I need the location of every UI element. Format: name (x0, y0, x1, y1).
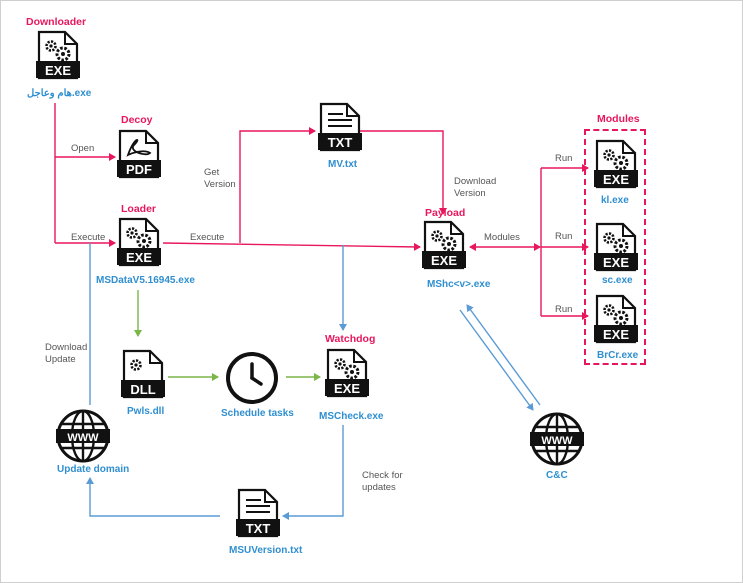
downloader-exe-icon: EXE (34, 30, 82, 80)
watchdog-role-label: Watchdog (325, 333, 376, 345)
payload-filename: MShc<v>.exe (427, 279, 491, 290)
clock-icon (226, 352, 278, 404)
edge-label-execute-left: Execute (71, 232, 106, 243)
modules-group-box (584, 129, 646, 365)
update-domain-globe-icon: WWW (54, 409, 112, 463)
cnc-label: C&C (546, 470, 568, 481)
green-edges (134, 290, 321, 381)
sc-filename: sc.exe (602, 275, 633, 286)
kl-exe-badge: EXE (603, 172, 629, 187)
downloader-exe-badge: EXE (45, 63, 71, 78)
payload-exe-badge: EXE (431, 253, 457, 268)
edge-label-download-update-2: Update (45, 354, 76, 365)
edge-payload-cnc-b (466, 304, 541, 406)
edge-label-get-version-2: Version (204, 179, 236, 190)
mv-txt-filename: MV.txt (328, 159, 358, 170)
pwls-filename: Pwls.dll (127, 406, 165, 417)
brcr-exe-icon: EXE (592, 294, 640, 344)
payload-exe-icon: EXE (420, 220, 468, 270)
mv-txt-icon: TXT (316, 102, 364, 152)
update-domain-www-badge: WWW (67, 432, 99, 444)
downloader-role-label: Downloader (26, 16, 87, 28)
edge-label-run-2: Run (555, 231, 573, 242)
edge-label-check-updates-1: Check for (362, 470, 403, 481)
loader-role-label: Loader (121, 203, 157, 215)
schedule-tasks-label: Schedule tasks (221, 408, 294, 419)
decoy-pdf-badge: PDF (126, 162, 152, 177)
decoy-pdf-icon: PDF (115, 129, 163, 179)
blue-edges (86, 243, 541, 520)
cnc-www-badge: WWW (541, 435, 573, 447)
edge-label-download-version-2: Version (454, 188, 486, 199)
update-domain-label: Update domain (57, 464, 130, 475)
msuversion-txt-icon: TXT (234, 488, 282, 538)
pwls-dll-icon: DLL (119, 349, 167, 399)
edge-label-run-1: Run (555, 153, 573, 164)
pink-edges (54, 103, 589, 320)
edge-msu-to-domain (86, 477, 220, 517)
msuversion-filename: MSUVersion.txt (229, 545, 303, 556)
sc-exe-icon: EXE (592, 222, 640, 272)
edge-label-run-3: Run (555, 304, 573, 315)
modules-role-label: Modules (597, 113, 640, 125)
edge-payload-cnc-a (459, 309, 534, 411)
loader-exe-badge: EXE (126, 250, 152, 265)
payload-role-label: Payload (425, 207, 466, 219)
edge-label-download-update-1: Download (45, 342, 88, 353)
downloader-filename: هام وعاجل.exe (27, 88, 92, 99)
edge-execute-payload (162, 242, 421, 251)
mscheck-filename: MSCheck.exe (319, 411, 384, 422)
edge-label-get-version-1: Get (204, 167, 220, 178)
loader-exe-icon: EXE (115, 217, 163, 267)
mv-txt-badge: TXT (328, 135, 353, 150)
edge-label-check-updates-2: updates (362, 482, 396, 493)
edge-get-version (239, 127, 316, 243)
brcr-filename: BrCr.exe (597, 350, 639, 361)
pwls-dll-badge: DLL (130, 382, 155, 397)
mscheck-exe-icon: EXE (323, 348, 371, 398)
edge-label-download-version-1: Download (454, 176, 497, 187)
cnc-globe-icon: WWW (528, 412, 586, 466)
msuversion-txt-badge: TXT (246, 521, 271, 536)
edge-label-execute-mid: Execute (190, 232, 225, 243)
edge-label-open: Open (71, 143, 95, 154)
kl-filename: kl.exe (601, 195, 629, 206)
edge-label-modules: Modules (484, 232, 520, 243)
mscheck-exe-badge: EXE (334, 381, 360, 396)
decoy-role-label: Decoy (121, 114, 153, 126)
sc-exe-badge: EXE (603, 255, 629, 270)
brcr-exe-badge: EXE (603, 327, 629, 342)
kl-exe-icon: EXE (592, 139, 640, 189)
edge-check-updates (282, 425, 344, 520)
edge-download-version (360, 130, 447, 215)
loader-filename: MSDataV5.16945.exe (96, 275, 195, 286)
